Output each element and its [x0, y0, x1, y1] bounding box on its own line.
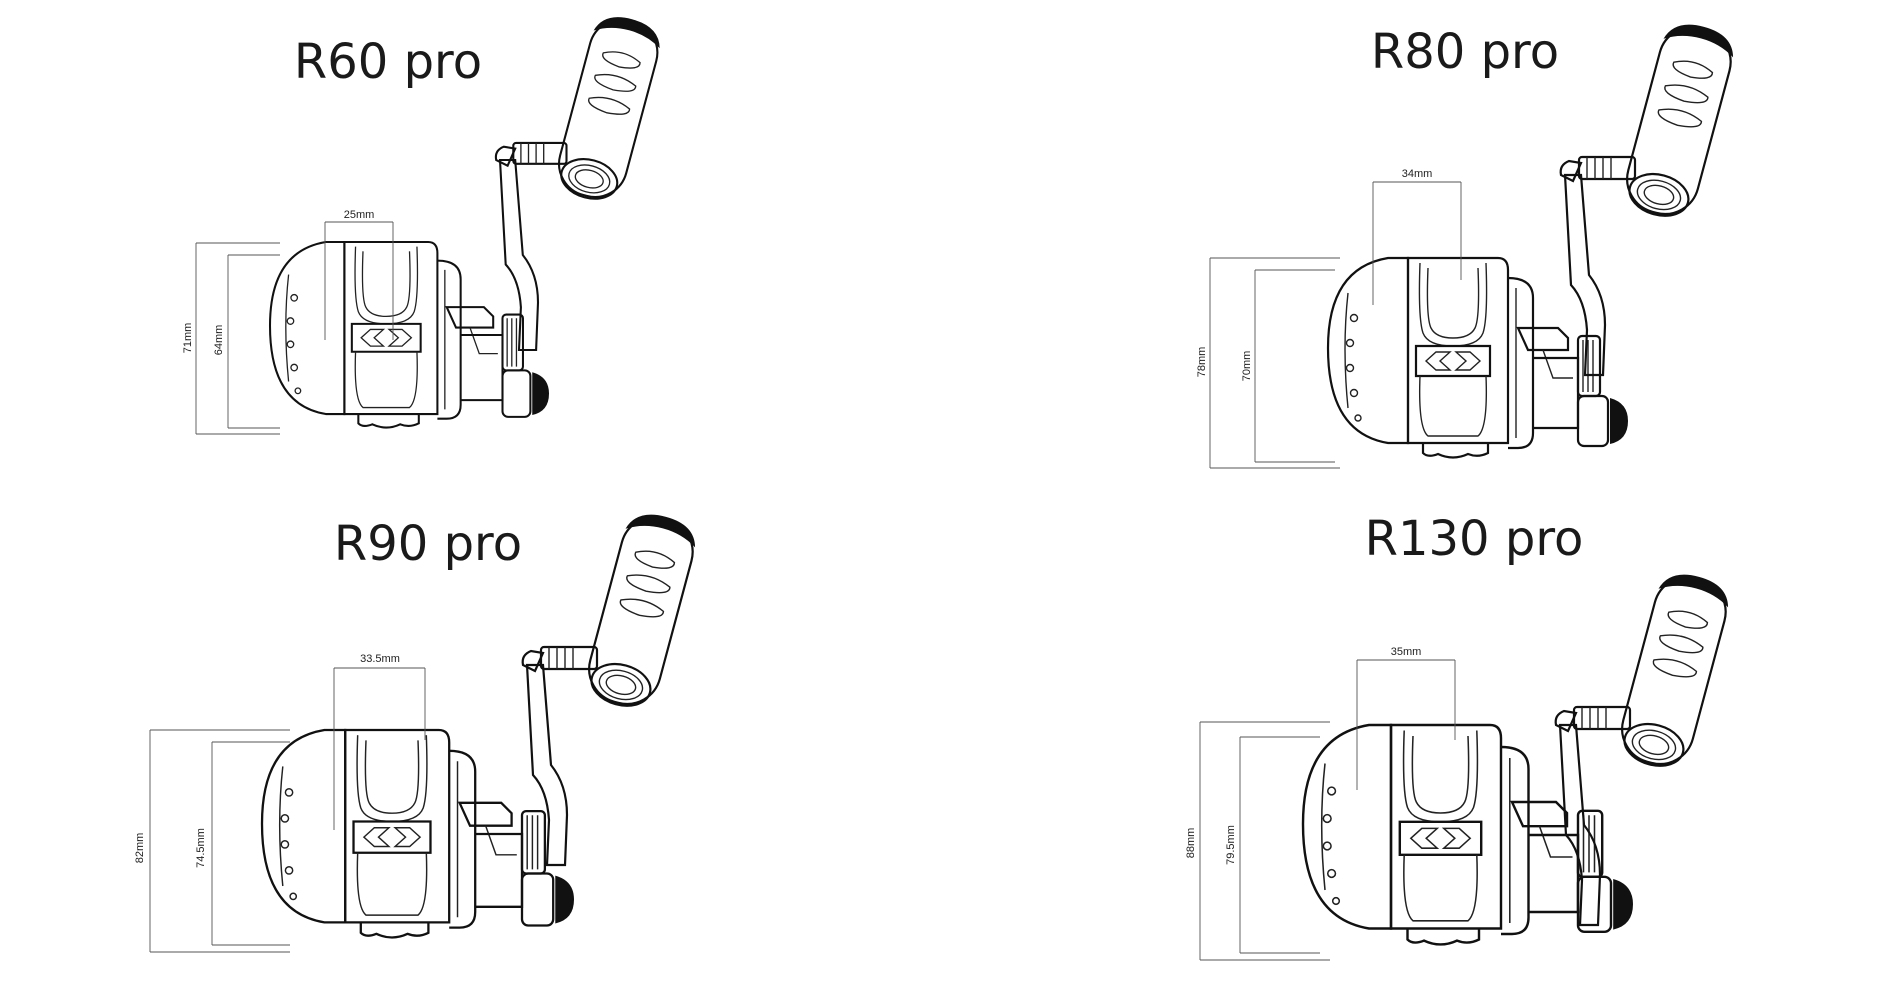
width-dimension-line [324, 221, 394, 340]
reel-r90-group: R90 pro 33.5mm 82mm 74.5mm [134, 506, 702, 953]
reel-title: R90 pro [334, 516, 522, 572]
outer-height-label: 88mm [1185, 828, 1197, 859]
reel-title: R80 pro [1371, 24, 1559, 80]
reel-r60-group: R60 pro 25mm 71mm 64mm [182, 9, 667, 435]
outer-height-label: 71mm [182, 323, 194, 354]
inner-height-dimension-line [1254, 269, 1335, 463]
inner-height-label: 70mm [1241, 351, 1253, 382]
width-dimension-line [333, 667, 426, 830]
inner-height-label: 74.5mm [195, 828, 207, 868]
width-dimension-label: 25mm [344, 209, 375, 221]
reel-r60-drawing [268, 240, 551, 429]
reel-r90-drawing [260, 728, 576, 939]
reel-r130-handle [1554, 566, 1735, 927]
width-dimension-line [1356, 659, 1456, 790]
reel-r60-handle [494, 9, 667, 352]
inner-height-dimension-line [211, 741, 290, 946]
reel-r130-group: R130 pro 35mm 88mm 79.5mm [1185, 511, 1735, 961]
reel-title: R130 pro [1365, 511, 1584, 567]
reel-r80-group: R80 pro 34mm 78mm 70mm [1196, 16, 1740, 469]
outer-height-label: 78mm [1196, 347, 1208, 378]
inner-height-dimension-line [227, 254, 280, 429]
outer-height-dimension-line [195, 242, 280, 435]
inner-height-dimension-line [1239, 736, 1320, 954]
outer-height-label: 82mm [134, 833, 146, 864]
width-dimension-label: 35mm [1391, 646, 1422, 658]
width-dimension-line [1372, 181, 1462, 305]
reel-title: R60 pro [294, 34, 482, 90]
reel-r130-drawing [1301, 723, 1635, 946]
outer-height-dimension-line [1209, 257, 1340, 469]
outer-height-dimension-line [1199, 721, 1330, 961]
width-dimension-label: 33.5mm [360, 653, 400, 665]
outer-height-dimension-line [149, 729, 290, 953]
reel-r80-handle [1559, 16, 1740, 377]
inner-height-label: 64mm [213, 325, 225, 356]
inner-height-label: 79.5mm [1225, 825, 1237, 865]
width-dimension-label: 34mm [1402, 168, 1433, 180]
reel-r90-handle [521, 506, 702, 867]
